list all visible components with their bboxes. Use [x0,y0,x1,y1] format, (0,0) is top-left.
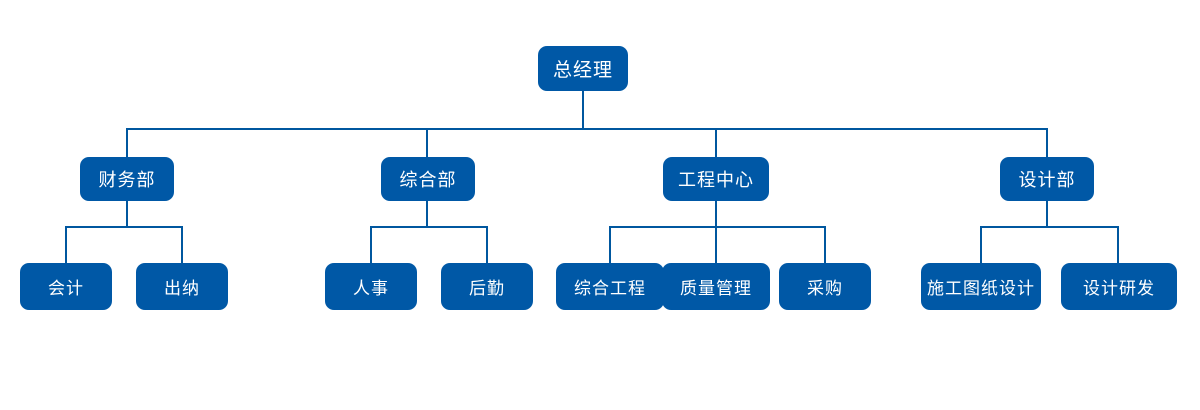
connector-drop-logistics [486,226,488,263]
connector-drop-procurement [824,226,826,263]
connector-finance-bar [65,226,183,228]
connector-general-affairs-stem [426,201,428,227]
connector-drop-human-resources [370,226,372,263]
connector-drop-finance [126,128,128,158]
connector-drop-general-engineering [609,226,611,263]
connector-engineering-center-bar [609,226,826,228]
node-accounting[interactable]: 会计 [20,263,112,310]
connector-drop-cashier [181,226,183,263]
connector-engineering-center-stem [715,201,717,263]
node-design-department[interactable]: 设计部 [1000,157,1094,201]
connector-drop-engineering-center [715,128,717,158]
node-design-research-development[interactable]: 设计研发 [1061,263,1177,310]
node-cashier[interactable]: 出纳 [136,263,228,310]
node-procurement[interactable]: 采购 [779,263,871,310]
node-general-affairs-department[interactable]: 综合部 [381,157,475,201]
connector-root-stem [582,91,584,129]
connector-level2-bar [126,128,1047,130]
node-construction-drawing-design[interactable]: 施工图纸设计 [921,263,1041,310]
connector-design-stem [1046,201,1048,227]
connector-drop-construction-drawing-design [980,226,982,263]
node-engineering-center[interactable]: 工程中心 [663,157,769,201]
node-logistics[interactable]: 后勤 [441,263,533,310]
connector-drop-design [1046,128,1048,158]
connector-general-affairs-bar [370,226,488,228]
connector-drop-general-affairs [426,128,428,158]
node-finance-department[interactable]: 财务部 [80,157,174,201]
node-quality-management[interactable]: 质量管理 [662,263,770,310]
node-general-manager[interactable]: 总经理 [538,46,628,91]
node-general-engineering[interactable]: 综合工程 [556,263,664,310]
connector-drop-accounting [65,226,67,263]
node-human-resources[interactable]: 人事 [325,263,417,310]
connector-design-bar [980,226,1119,228]
connector-drop-design-research-development [1117,226,1119,263]
connector-finance-stem [126,201,128,227]
